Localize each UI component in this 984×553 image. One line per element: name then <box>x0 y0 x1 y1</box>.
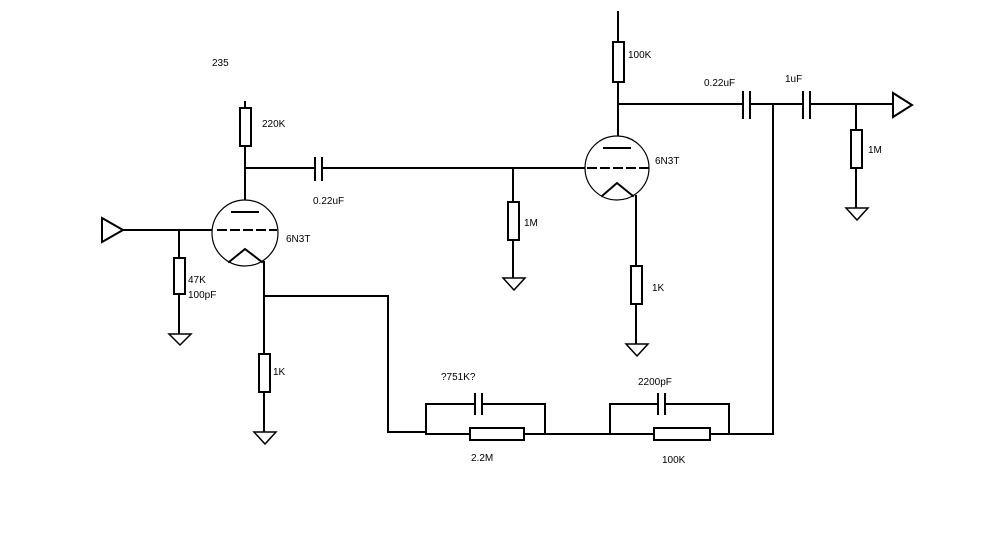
label-100k-feedback: 100K <box>662 455 686 466</box>
resistor-2-2m <box>469 427 525 441</box>
ground-symbol-right <box>624 343 650 358</box>
resistor-1m-output <box>850 129 863 169</box>
label-100k-plate: 100K <box>628 50 652 61</box>
tube-6n3t-first <box>211 199 279 267</box>
ground-symbol-input <box>167 333 193 347</box>
input-terminal <box>101 216 126 244</box>
resistor-1k-right <box>630 265 643 305</box>
ground-symbol-grid <box>501 277 527 292</box>
label-100pf: 100pF <box>188 290 216 301</box>
label-1m-grid: 1M <box>524 218 538 229</box>
resistor-47k <box>173 257 186 295</box>
resistor-220k <box>239 107 252 147</box>
label-1uf: 1uF <box>785 74 802 85</box>
label-top-note: 235 <box>212 58 229 69</box>
label-fb-cap-1: ?751K? <box>441 372 476 383</box>
output-terminal <box>892 91 914 119</box>
ground-symbol-left <box>252 431 278 446</box>
label-1k-left: 1K <box>273 367 286 378</box>
label-tube2: 6N3T <box>655 156 679 167</box>
label-022uf-output: 0.22uF <box>704 78 735 89</box>
tube-6n3t-second <box>584 135 650 201</box>
label-022uf-input: 0.22uF <box>313 196 344 207</box>
label-2-2m: 2.2M <box>471 453 493 464</box>
label-47k: 47K <box>188 275 206 286</box>
resistor-100k-feedback <box>653 427 711 441</box>
ground-symbol-output <box>844 207 870 222</box>
label-2200pf: 2200pF <box>638 377 672 388</box>
resistor-100k-plate <box>612 41 625 83</box>
resistor-1m-grid <box>507 201 520 241</box>
label-220k: 220K <box>262 119 286 130</box>
resistor-1k-left <box>258 353 271 393</box>
label-tube1: 6N3T <box>286 234 310 245</box>
label-1m-output: 1M <box>868 145 882 156</box>
label-1k-right: 1K <box>652 283 665 294</box>
